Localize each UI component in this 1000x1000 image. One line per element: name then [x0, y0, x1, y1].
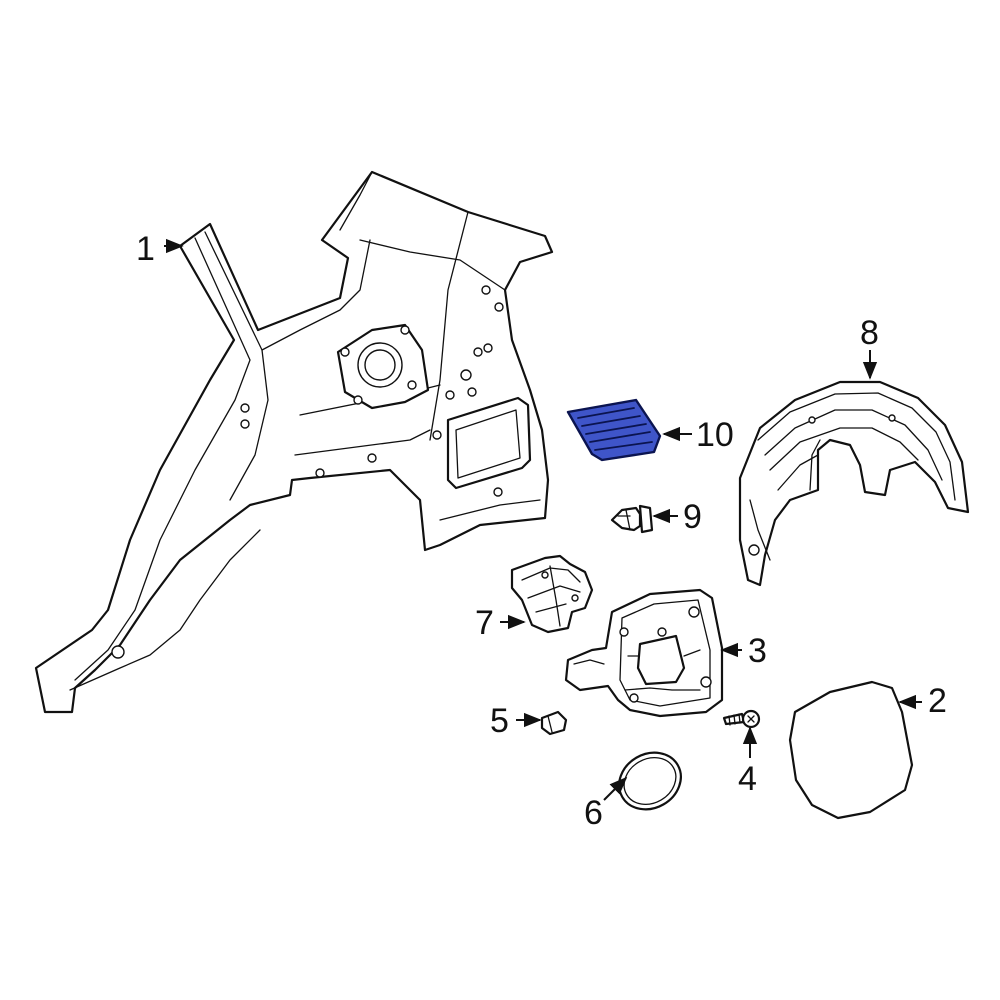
callout-4: 4: [738, 760, 757, 798]
callout-9: 9: [683, 498, 702, 536]
fuel-filler-housing[interactable]: [564, 588, 724, 718]
fuel-door-actuator[interactable]: [510, 554, 594, 634]
callout-3: 3: [748, 632, 767, 670]
screw[interactable]: [722, 709, 761, 729]
callout-7: 7: [475, 604, 494, 642]
retainer-clip[interactable]: [540, 710, 568, 736]
quarter-panel[interactable]: [34, 170, 554, 714]
fuel-door[interactable]: [788, 680, 914, 820]
callout-10: 10: [696, 416, 734, 454]
wheel-house-liner[interactable]: [738, 380, 970, 587]
fuel-door-pad[interactable]: [566, 398, 662, 462]
callout-6: 6: [584, 794, 603, 832]
callout-2: 2: [928, 682, 947, 720]
leader-line-6: [603, 776, 628, 801]
callout-8: 8: [860, 314, 879, 352]
seal-ring[interactable]: [609, 742, 691, 821]
push-clip[interactable]: [610, 504, 654, 534]
callout-1: 1: [136, 230, 155, 268]
callout-5: 5: [490, 702, 509, 740]
